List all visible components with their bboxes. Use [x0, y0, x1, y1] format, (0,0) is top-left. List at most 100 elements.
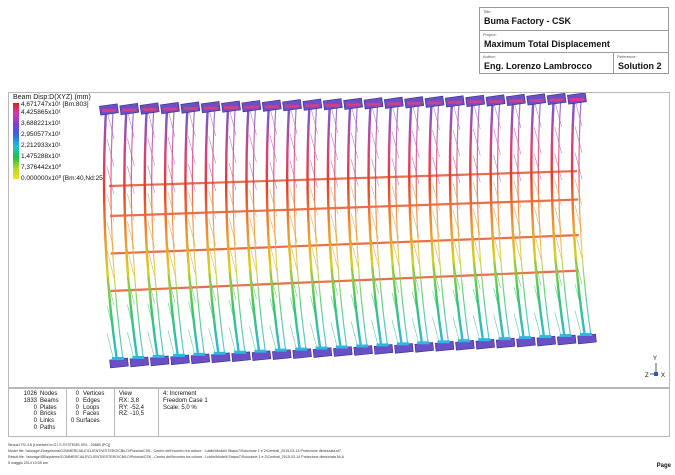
- base-block: [580, 333, 592, 336]
- brace: [574, 205, 583, 232]
- brace: [167, 164, 176, 193]
- roof-block: [142, 108, 157, 112]
- brace: [289, 215, 298, 243]
- reference-cell: Reference: Solution 2: [613, 52, 669, 74]
- base-block: [295, 347, 308, 351]
- brace: [391, 184, 400, 212]
- frame-column: [374, 105, 389, 347]
- geometry-labels: Vertices Edges Loops Faces: [83, 391, 105, 418]
- brace: [534, 127, 542, 154]
- brace: [350, 213, 359, 241]
- brace: [472, 155, 481, 183]
- brace: [411, 318, 420, 346]
- brace: [310, 160, 318, 188]
- brace: [106, 166, 115, 195]
- brace: [472, 288, 481, 316]
- brace: [228, 272, 237, 300]
- brace: [371, 212, 379, 240]
- brace: [350, 267, 359, 295]
- frame-column: [212, 109, 226, 355]
- brace: [147, 303, 155, 332]
- brace: [249, 134, 257, 163]
- brace: [208, 328, 217, 356]
- model-viewport[interactable]: Beam Disp:D(XYZ) (mm) 4,671747x10¹ [Bm:8…: [8, 92, 670, 388]
- brace: [106, 138, 115, 167]
- brace: [513, 260, 522, 288]
- brace: [534, 153, 542, 181]
- brace: [249, 244, 257, 272]
- brace: [167, 330, 176, 358]
- brace: [513, 207, 522, 235]
- brace: [310, 269, 318, 297]
- roof-block: [346, 103, 361, 107]
- brace: [147, 165, 155, 194]
- brace: [269, 161, 278, 190]
- roof-block: [488, 99, 503, 103]
- legend-title: Beam Disp:D(XYZ) (mm): [13, 94, 91, 101]
- brace: [228, 299, 237, 328]
- frame-column: [334, 106, 348, 349]
- brace: [432, 317, 440, 345]
- legend-label: 0,000000x10⁰ [Bm:40,Nd:25]: [21, 175, 105, 182]
- brace: [208, 300, 217, 329]
- stats-divider: [114, 389, 115, 436]
- frame-column: [456, 103, 470, 343]
- model-stats-panel: 1026 1833 0 0 0 0 Nodes Beams Plates Bri…: [8, 388, 670, 437]
- brace: [350, 186, 359, 214]
- brace: [493, 155, 501, 182]
- brace: [310, 241, 318, 270]
- author-caption: Author:: [483, 54, 496, 59]
- brace: [106, 249, 115, 278]
- roof-block: [529, 98, 544, 102]
- brace: [513, 180, 522, 208]
- brace: [391, 158, 400, 186]
- author-cell: Author: Eng. Lorenzo Lambrocco: [479, 52, 614, 74]
- roof-block: [325, 103, 340, 107]
- reference-value: Solution 2: [618, 61, 662, 71]
- brace: [411, 103, 420, 131]
- brace: [350, 294, 359, 322]
- brace: [411, 264, 420, 292]
- title-caption: Title:: [483, 9, 492, 14]
- brace: [534, 180, 542, 207]
- title-cell: Title: Buma Factory - CSK: [479, 7, 669, 31]
- brace: [432, 263, 440, 291]
- model-file-path: Model file: \\storage\1\bayelsrna\COMMER…: [8, 449, 341, 453]
- brace: [249, 271, 257, 300]
- base-block: [173, 353, 186, 357]
- brace: [350, 321, 359, 349]
- brace: [432, 183, 440, 211]
- brace: [350, 159, 359, 187]
- brace: [188, 109, 196, 137]
- brace: [147, 137, 155, 166]
- brace: [147, 192, 155, 221]
- brace: [574, 231, 583, 259]
- roof-block: [224, 106, 239, 110]
- roof-block: [366, 102, 381, 106]
- frame-column: [313, 107, 328, 350]
- brace: [432, 156, 440, 184]
- frame-column: [496, 102, 511, 341]
- roof-block: [468, 100, 483, 104]
- brace: [310, 214, 318, 243]
- brace: [208, 108, 217, 137]
- brace: [127, 193, 135, 222]
- brace: [269, 298, 278, 326]
- brace: [554, 258, 562, 286]
- brace: [391, 131, 400, 159]
- brace: [350, 132, 359, 160]
- brace: [228, 108, 237, 136]
- brace: [554, 232, 562, 259]
- axis-y-label: Y: [653, 356, 658, 362]
- brace: [269, 188, 278, 217]
- brace: [472, 128, 481, 156]
- brace: [289, 133, 298, 162]
- structure-model: [99, 93, 597, 369]
- frame-column: [476, 103, 490, 342]
- brace: [228, 162, 237, 191]
- print-date: 5 maggio 2014 10:05 am: [8, 461, 48, 465]
- surfaces-count: 0 Surfaces: [71, 418, 100, 424]
- brace: [554, 285, 562, 312]
- brace: [188, 274, 196, 302]
- brace: [310, 133, 318, 161]
